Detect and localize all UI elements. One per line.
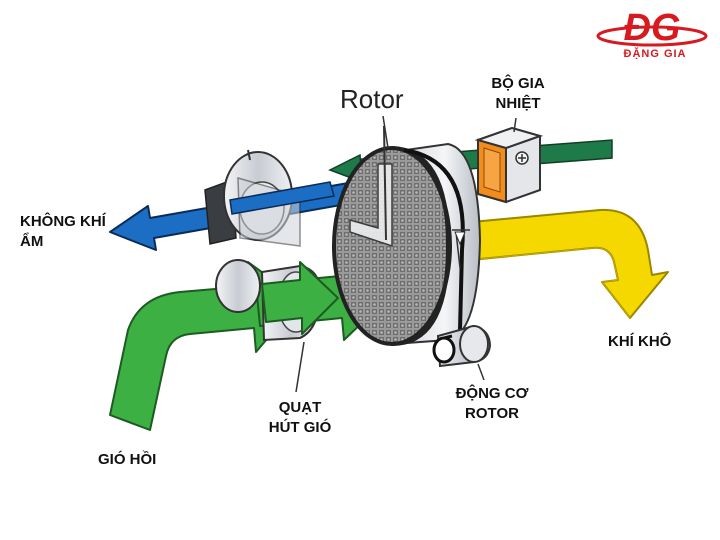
heater-label-line1: BỘ GIA bbox=[491, 75, 545, 92]
heater-label: BỘ GIA NHIỆT bbox=[478, 74, 558, 114]
rotor-pointer bbox=[382, 115, 389, 149]
heater-label-line2: NHIỆT bbox=[495, 95, 541, 112]
humid-air-label-line1: KHÔNG KHÍ bbox=[20, 213, 106, 230]
fan-pointer bbox=[295, 341, 305, 393]
motor-icon bbox=[432, 324, 492, 368]
motor-label: ĐỘNG CƠ ROTOR bbox=[442, 384, 542, 424]
fan-label: QUẠT HÚT GIÓ bbox=[252, 398, 348, 438]
logo-name: ĐẶNG GIA bbox=[623, 48, 687, 60]
humid-air-label-line2: ẨM bbox=[20, 233, 44, 250]
heater-pointer bbox=[513, 117, 517, 133]
return-air-label: GIÓ HỒI bbox=[98, 451, 157, 468]
fan-label-line2: HÚT GIÓ bbox=[268, 419, 332, 436]
rotor-label: Rotor bbox=[340, 84, 404, 114]
logo-mark: ĐG bbox=[596, 7, 708, 49]
dry-air-label: KHÍ KHÔ bbox=[608, 333, 672, 350]
fan-icon bbox=[204, 149, 301, 247]
brand-logo: ĐG ĐẶNG GIA bbox=[596, 6, 714, 70]
rotor-wheel-icon bbox=[332, 125, 482, 353]
humid-air-label: KHÔNG KHÍ ẨM bbox=[20, 212, 106, 252]
motor-label-line2: ROTOR bbox=[465, 405, 519, 422]
logo-mark-text: ĐG bbox=[624, 7, 681, 49]
motor-pointer bbox=[477, 363, 485, 381]
fan-label-line1: QUẠT bbox=[278, 399, 322, 416]
heater-icon bbox=[474, 126, 544, 204]
motor-label-line1: ĐỘNG CƠ bbox=[455, 385, 529, 402]
dry-air-arrow bbox=[439, 208, 669, 319]
